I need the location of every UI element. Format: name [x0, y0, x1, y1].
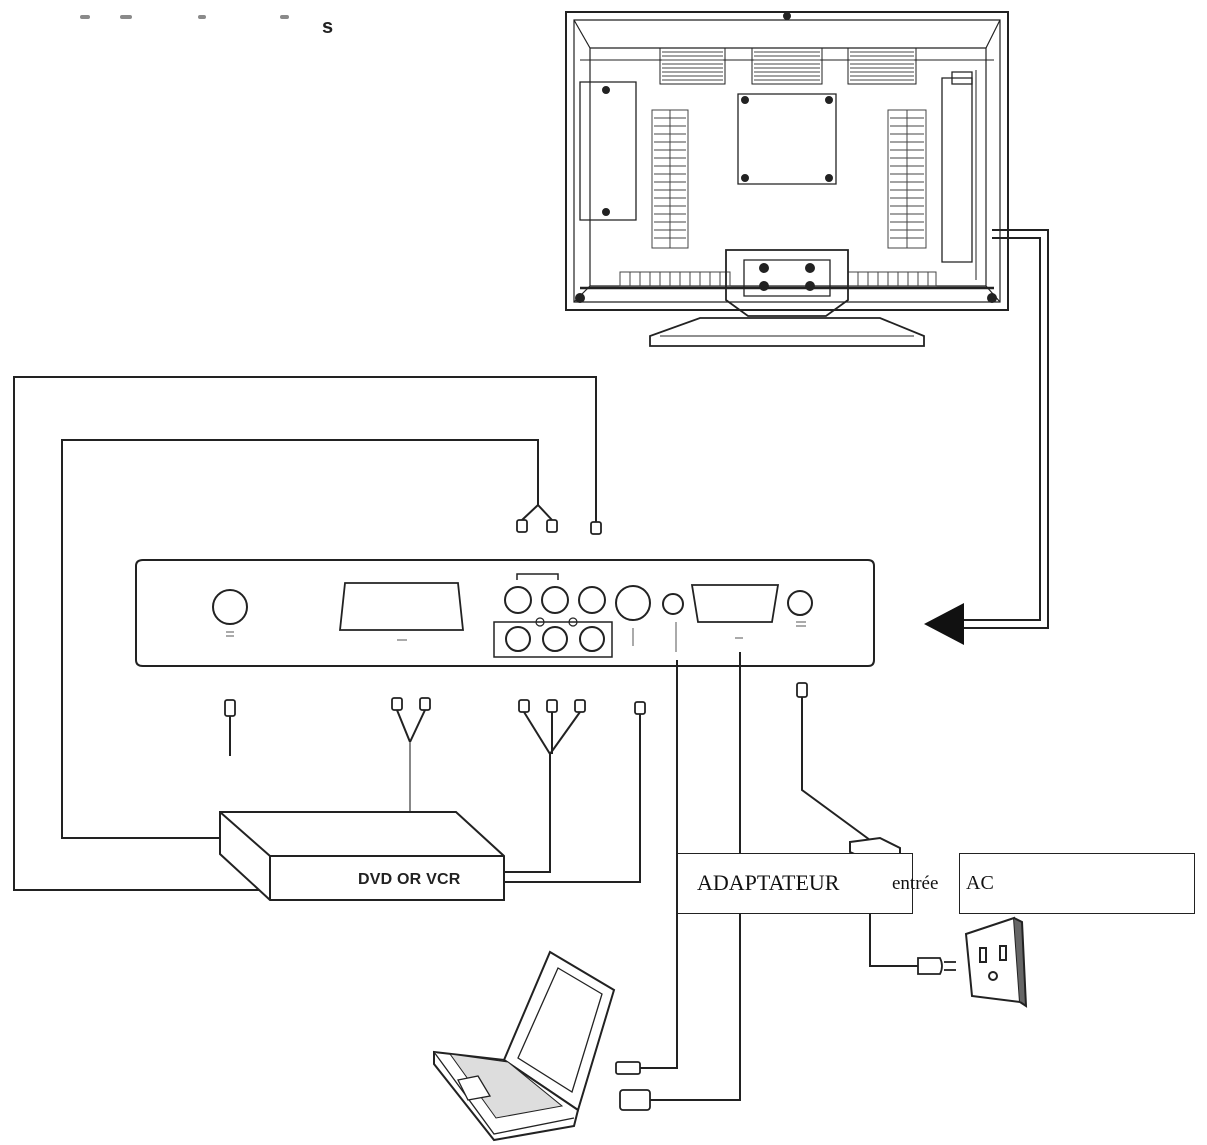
left-arrow-icon	[924, 603, 964, 645]
title-smudge-3	[198, 15, 206, 19]
page-heading: s	[322, 16, 334, 38]
tv-bottom-vents	[619, 271, 937, 287]
tv-corner-screw-right	[987, 293, 997, 303]
rca-port-3	[578, 586, 606, 614]
adapter-label: ADAPTATEUR	[697, 870, 840, 895]
tv-rear-view	[565, 11, 1009, 347]
ac-input-label-box	[959, 853, 1195, 914]
input-label: entrée	[892, 873, 939, 894]
tv-left-panel	[579, 81, 637, 221]
svideo-port	[615, 585, 651, 621]
av-port-group	[493, 621, 613, 658]
tv-corner-screw-left	[575, 293, 585, 303]
receiver-rear-panel	[135, 559, 875, 667]
upper-plugs	[516, 519, 602, 535]
title-smudge-1	[80, 15, 90, 19]
power-plug-icon	[917, 957, 956, 975]
receiver-port-marks	[226, 621, 806, 652]
tv-side-vents	[651, 109, 927, 249]
dvd-vcr-box	[219, 811, 505, 901]
lower-plugs	[224, 682, 808, 717]
antenna-port	[212, 589, 248, 625]
title-smudge-4	[280, 15, 289, 19]
upper-cables	[13, 376, 597, 891]
tv-stand-neck	[725, 249, 849, 317]
tv-top-screw	[783, 12, 791, 20]
audio-jack-port	[662, 593, 684, 615]
dc-power-port	[787, 590, 813, 616]
laptop-icon	[433, 950, 616, 1142]
scart-port	[338, 582, 465, 631]
tv-outer-frame	[565, 11, 1009, 311]
wall-outlet-icon	[964, 916, 1028, 1008]
ac-label: AC	[966, 872, 994, 894]
laptop-plugs	[615, 1061, 651, 1111]
rca-port-1	[504, 586, 532, 614]
adapter-label-box	[677, 853, 913, 914]
dvd-vcr-label: DVD OR VCR	[358, 871, 461, 888]
rca-port-2	[541, 586, 569, 614]
title-smudge-2	[120, 15, 132, 19]
rca-port-5	[542, 626, 568, 652]
rca-port-4	[505, 626, 531, 652]
tv-stand-base	[649, 317, 925, 347]
rca-port-6	[579, 626, 605, 652]
tv-to-receiver-cable	[962, 229, 1049, 629]
tv-top-vents	[659, 47, 917, 85]
vga-port	[690, 584, 780, 623]
tv-connector-panel	[941, 77, 973, 263]
lower-cables	[229, 652, 918, 1101]
tv-vesa-plate	[737, 93, 837, 185]
